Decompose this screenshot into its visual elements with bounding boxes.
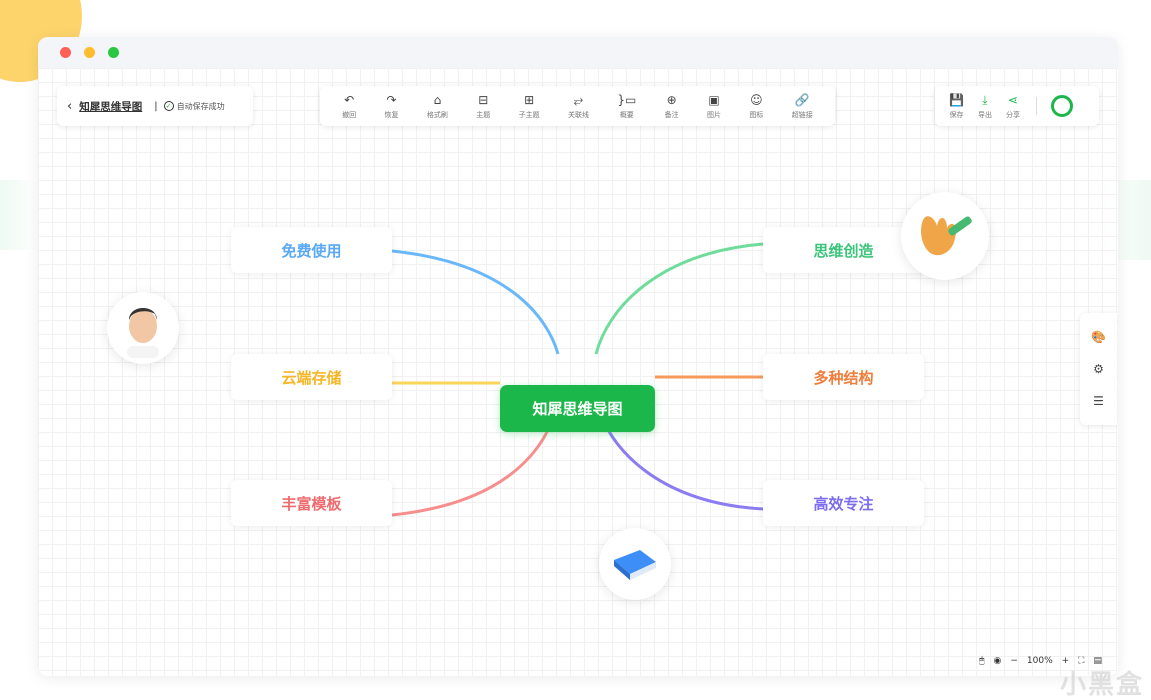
share-label: 分享 [1005, 110, 1020, 119]
main-toolbar: ↶ 撤回 ↷ 恢复 ⌂ 格式刷 ⊟ 主题 ⊞ 子主题 ⥂ 关联线 }▭ 概要 ⊕ 备注 ▣ 图片 ☺ 图标 🔗 超链接 [320, 86, 835, 126]
format-painter-label: 格式刷 [426, 110, 448, 119]
subtopic-button[interactable]: ⊞ 子主题 [519, 93, 540, 120]
fit-screen-icon[interactable]: ⛶ [1078, 656, 1085, 666]
node-cloud-storage[interactable]: 云端存储 [231, 354, 392, 400]
mouse-mode-icon[interactable]: 🖱 [979, 656, 985, 666]
undo-icon: ↶ [344, 92, 355, 107]
app-window: 免费使用 云端存储 丰富模板 思维创造 多种结构 高效专注 知犀思维导图 🖱 ◉… [38, 37, 1118, 676]
export-icon: ⤓ [982, 92, 988, 107]
format-painter-button[interactable]: ⌂ 格式刷 [427, 93, 448, 120]
format-painter-icon: ⌂ [433, 92, 442, 107]
node-focus[interactable]: 高效专注 [763, 480, 924, 526]
node-label: 多种结构 [813, 368, 874, 387]
hyperlink-icon: 🔗 [794, 92, 810, 107]
watermark: 小黑盒 [1060, 670, 1145, 700]
node-templates[interactable]: 丰富模板 [231, 480, 392, 526]
icon-label: 图标 [749, 110, 764, 119]
subtopic-label: 子主题 [518, 110, 540, 119]
redo-button[interactable]: ↷ 恢复 [385, 93, 399, 120]
center-label: 知犀思维导图 [532, 400, 623, 418]
back-button[interactable]: ‹ [67, 98, 73, 114]
node-label: 高效专注 [813, 494, 874, 513]
mindmap-canvas[interactable]: 免费使用 云端存储 丰富模板 思维创造 多种结构 高效专注 知犀思维导图 🖱 ◉… [38, 68, 1118, 676]
node-label: 免费使用 [281, 241, 342, 260]
share-button[interactable]: ⋖ 分享 [1006, 93, 1020, 120]
title-bar [38, 37, 1118, 68]
relation-line-button[interactable]: ⥂ 关联线 [568, 93, 589, 120]
decor-glow [0, 180, 40, 250]
minimize-dot[interactable] [84, 47, 95, 58]
topic-label: 主题 [476, 110, 491, 119]
node-label: 云端存储 [281, 368, 342, 387]
avatar-man [107, 292, 179, 364]
outline-list-icon[interactable]: ☰ [1093, 394, 1104, 408]
node-structures[interactable]: 多种结构 [763, 354, 924, 400]
zoom-level: 100% [1026, 656, 1053, 666]
relation-line-icon: ⥂ [573, 92, 584, 107]
zoom-in-button[interactable]: + [1061, 656, 1070, 666]
hyperlink-label: 超链接 [791, 110, 813, 119]
style-settings-icon[interactable]: ⚙ [1093, 362, 1104, 376]
minimap-icon[interactable]: ▤ [1093, 656, 1102, 666]
save-button[interactable]: 💾 保存 [949, 93, 964, 120]
note-icon: ⊕ [666, 92, 677, 107]
redo-icon: ↷ [386, 92, 397, 107]
redo-label: 恢复 [384, 110, 399, 119]
node-label: 思维创造 [813, 241, 874, 260]
autosave-status: ✓自动保存成功 [163, 101, 225, 112]
icon-button[interactable]: ☺ 图标 [749, 93, 763, 120]
center-node[interactable]: 知犀思维导图 [500, 385, 655, 432]
avatar-hand [901, 192, 989, 280]
line-free [391, 249, 560, 355]
image-button[interactable]: ▣ 图片 [707, 93, 721, 120]
node-free-use[interactable]: 免费使用 [231, 227, 392, 273]
line-creative [594, 242, 764, 355]
save-label: 保存 [949, 110, 964, 119]
action-toolbar: 💾 保存 ⤓ 导出 ⋖ 分享 [935, 86, 1099, 126]
note-label: 备注 [664, 110, 679, 119]
undo-label: 撤回 [342, 110, 357, 119]
file-panel: ‹ 知犀思维导图 | ✓自动保存成功 [57, 86, 253, 126]
note-button[interactable]: ⊕ 备注 [665, 93, 679, 120]
image-label: 图片 [707, 110, 722, 119]
save-icon: 💾 [949, 92, 964, 107]
subtopic-icon: ⊞ [524, 92, 535, 107]
icon-icon: ☺ [750, 92, 763, 107]
image-icon: ▣ [708, 92, 720, 107]
hand-pencil-icon [921, 216, 972, 256]
divider: | [154, 100, 158, 112]
node-creative[interactable]: 思维创造 [763, 227, 924, 273]
summary-button[interactable]: }▭ 概要 [617, 93, 636, 120]
avatar-book [599, 528, 671, 600]
node-label: 丰富模板 [281, 494, 342, 513]
share-icon: ⋖ [1007, 92, 1018, 107]
book-icon [614, 550, 656, 580]
divider [1035, 97, 1037, 115]
check-circle-icon: ✓ [163, 101, 174, 111]
export-label: 导出 [977, 110, 992, 119]
side-panel: 🎨 ⚙ ☰ [1080, 313, 1117, 425]
user-avatar[interactable] [1050, 95, 1073, 117]
autosave-text: 自动保存成功 [176, 101, 225, 111]
man-icon [127, 308, 159, 358]
undo-button[interactable]: ↶ 撤回 [342, 93, 356, 120]
export-button[interactable]: ⤓ 导出 [978, 93, 992, 120]
relation-line-label: 关联线 [567, 110, 589, 119]
hyperlink-button[interactable]: 🔗 超链接 [792, 93, 813, 120]
close-dot[interactable] [60, 47, 71, 58]
summary-label: 概要 [619, 110, 634, 119]
zoom-bar: 🖱 ◉ − 100% + ⛶ ▤ [979, 656, 1102, 666]
compass-icon[interactable]: ◉ [993, 656, 1002, 666]
zoom-out-button[interactable]: − [1010, 656, 1018, 666]
connector-lines [391, 242, 764, 517]
topic-icon: ⊟ [478, 92, 489, 107]
maximize-dot[interactable] [108, 47, 119, 58]
topic-button[interactable]: ⊟ 主题 [476, 93, 490, 120]
theme-palette-icon[interactable]: 🎨 [1091, 330, 1106, 344]
summary-icon: }▭ [617, 92, 637, 107]
file-name[interactable]: 知犀思维导图 [79, 100, 143, 113]
